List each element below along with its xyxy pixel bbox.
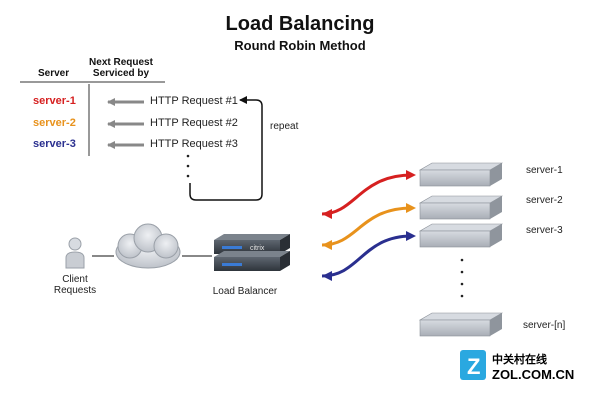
server-n-device	[418, 312, 504, 337]
table-header-next-line1: Next Request	[89, 57, 153, 68]
server2-route-arrow	[321, 206, 413, 247]
server3-label: server-3	[526, 225, 563, 236]
repeat-loop-arrow	[189, 96, 263, 201]
client-label-line1: Client	[62, 274, 88, 285]
server1-route-arrowhead-right	[406, 170, 416, 180]
client-label-line2: Requests	[53, 285, 97, 296]
diagram-title: Load Balancing	[225, 13, 375, 35]
server-n-label: server-[n]	[523, 320, 566, 331]
load-balancer-label: Load Balancer	[212, 286, 278, 297]
lb-brand-text: citrix	[250, 245, 265, 252]
diagram-subtitle: Round Robin Method	[234, 38, 366, 53]
servers-ellipsis-dots	[460, 258, 464, 298]
client-label: Client Requests	[40, 274, 110, 296]
watermark-en: ZOL.COM.CN	[492, 367, 574, 382]
row1-request-label: HTTP Request #1	[150, 95, 238, 107]
row3-request-label: HTTP Request #3	[150, 138, 238, 150]
svg-text:Z: Z	[467, 354, 480, 379]
row3-server-label: server-3	[33, 138, 76, 150]
server3-device	[418, 223, 504, 248]
row2-server-label: server-2	[33, 117, 76, 129]
internet-cloud-icon	[115, 223, 181, 269]
server3-route-arrowhead-right	[406, 231, 416, 241]
server1-device	[418, 162, 504, 187]
watermark-cn: 中关村在线	[492, 352, 547, 366]
client-person-icon	[65, 237, 85, 269]
zol-watermark-logo: Z	[460, 350, 486, 380]
server2-label: server-2	[526, 195, 563, 206]
row1-server-label: server-1	[33, 95, 76, 107]
row2-request-label: HTTP Request #2	[150, 117, 238, 129]
server3-route-arrow	[321, 234, 413, 278]
server2-route-arrowhead-right	[406, 203, 416, 213]
server3-route-arrowhead-left	[322, 271, 332, 281]
table-header-next-request: Next Request Serviced by	[84, 57, 158, 79]
table-header-next-line2: Serviced by	[92, 68, 150, 79]
server2-device	[418, 195, 504, 220]
server1-route-arrowhead-left	[322, 209, 332, 219]
ellipsis-dots	[186, 154, 190, 178]
server2-route-arrowhead-left	[322, 240, 332, 250]
table-header-server: Server	[38, 68, 70, 79]
load-balancer-device: citrix	[214, 234, 290, 271]
repeat-label: repeat	[270, 121, 299, 132]
server1-label: server-1	[526, 165, 563, 176]
